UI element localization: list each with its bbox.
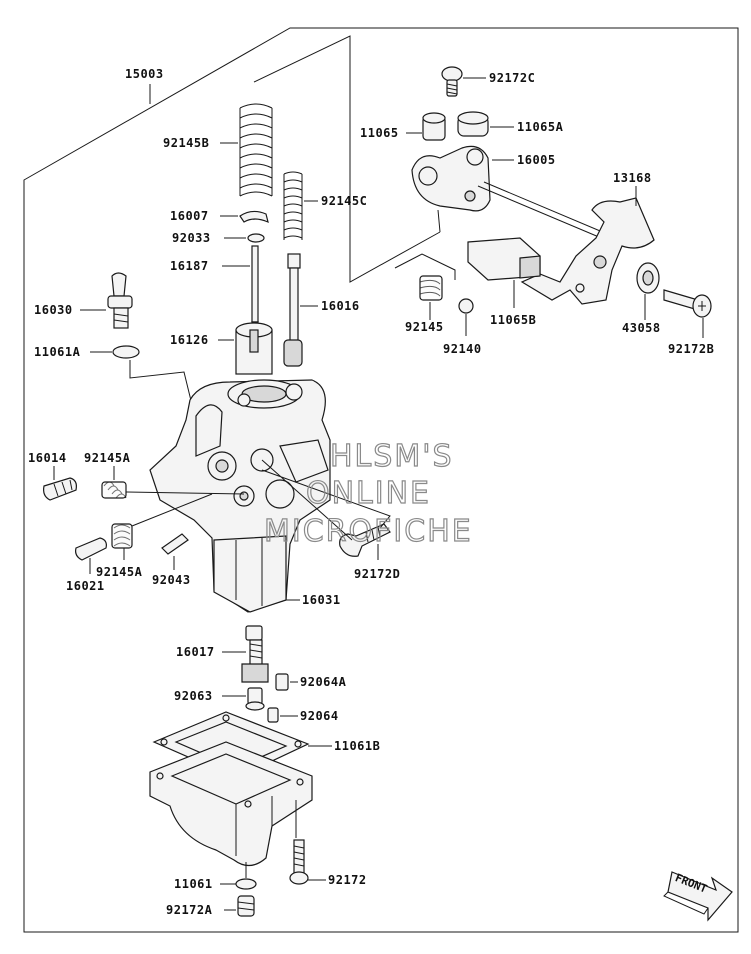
diagram-frame <box>23 27 739 933</box>
cap-11065a[interactable] <box>457 111 489 137</box>
part-label-16005[interactable]: 16005 <box>517 153 556 167</box>
part-label-92172d[interactable]: 92172D <box>354 567 400 581</box>
fitting-16030[interactable] <box>107 272 133 329</box>
float-bowl[interactable] <box>149 741 313 867</box>
leader-92172 <box>295 800 326 881</box>
ball-92140[interactable] <box>458 298 474 314</box>
part-label-92145[interactable]: 92145 <box>405 320 444 334</box>
part-label-92064[interactable]: 92064 <box>300 709 339 723</box>
clip-16007[interactable] <box>239 210 269 224</box>
spring-92145[interactable] <box>419 275 443 301</box>
part-label-16187[interactable]: 16187 <box>170 259 209 273</box>
plug-92172a[interactable] <box>237 895 255 917</box>
screw-92172[interactable] <box>289 839 309 885</box>
part-label-92140[interactable]: 92140 <box>443 342 482 356</box>
part-label-92145c[interactable]: 92145C <box>321 194 367 208</box>
part-label-92043[interactable]: 92043 <box>152 573 191 587</box>
part-label-92145b[interactable]: 92145B <box>163 136 209 150</box>
washer-11061a[interactable] <box>112 345 140 359</box>
front-arrow-icon: FRONT <box>663 871 733 922</box>
needle-16187[interactable] <box>251 245 259 335</box>
throttle-stop-16005[interactable] <box>411 145 491 212</box>
part-label-92172a[interactable]: 92172A <box>166 903 213 917</box>
leader-92172d <box>261 459 391 560</box>
part-label-11061b[interactable]: 11061B <box>334 739 380 753</box>
part-label-16017[interactable]: 16017 <box>176 645 215 659</box>
spring-92145b[interactable] <box>239 103 273 197</box>
jet-92064a[interactable] <box>275 673 289 691</box>
lever-13168[interactable] <box>520 197 655 305</box>
leader-11061 <box>220 862 247 885</box>
spring-92145a-upper[interactable] <box>101 481 127 499</box>
part-label-92064a[interactable]: 92064A <box>300 675 347 689</box>
part-label-16016[interactable]: 16016 <box>321 299 360 313</box>
part-label-92172b[interactable]: 92172B <box>668 342 714 356</box>
jet-92064[interactable] <box>267 707 279 723</box>
part-label-92063[interactable]: 92063 <box>174 689 213 703</box>
part-label-11061a[interactable]: 11061A <box>34 345 81 359</box>
cap-11065[interactable] <box>422 112 446 141</box>
part-label-92033[interactable]: 92033 <box>172 231 211 245</box>
carburetor-body[interactable] <box>149 379 331 613</box>
washer-11061[interactable] <box>235 878 257 890</box>
part-label-43058[interactable]: 43058 <box>622 321 661 335</box>
part-label-92172[interactable]: 92172 <box>328 873 367 887</box>
part-label-15003[interactable]: 15003 <box>125 67 164 81</box>
part-label-16126[interactable]: 16126 <box>170 333 209 347</box>
part-label-16014[interactable]: 16014 <box>28 451 67 465</box>
screw-16016[interactable] <box>283 253 303 367</box>
part-label-13168[interactable]: 13168 <box>613 171 652 185</box>
slide-16126[interactable] <box>235 322 273 375</box>
part-label-92145a-lower[interactable]: 92145A <box>96 565 143 579</box>
part-label-11065a[interactable]: 11065A <box>517 120 564 134</box>
jet-16017[interactable] <box>241 625 269 683</box>
screw-92172b[interactable] <box>663 289 712 318</box>
washer-43058[interactable] <box>636 262 660 294</box>
part-label-16007[interactable]: 16007 <box>170 209 209 223</box>
watermark-line-2: ONLINE <box>306 476 431 511</box>
screw-16021[interactable] <box>75 537 107 561</box>
spring-92145a-lower[interactable] <box>111 523 133 549</box>
watermark-line-3: MICROFICHE <box>264 514 473 549</box>
part-label-16030[interactable]: 16030 <box>34 303 73 317</box>
part-label-16031[interactable]: 16031 <box>302 593 341 607</box>
assembly-boundary <box>253 35 456 283</box>
shaft-line <box>477 181 613 241</box>
part-label-11065b[interactable]: 11065B <box>490 313 536 327</box>
pad-11065b[interactable] <box>467 237 541 281</box>
screw-92172c[interactable] <box>441 66 463 97</box>
watermark-line-1: HLSM'S <box>330 439 454 474</box>
part-label-92172c[interactable]: 92172C <box>489 71 535 85</box>
leader-92145a-upper <box>113 466 245 495</box>
screw-92172d[interactable] <box>339 523 391 557</box>
part-label-92145a-upper[interactable]: 92145A <box>84 451 131 465</box>
part-label-16021[interactable]: 16021 <box>66 579 105 593</box>
jet-92063[interactable] <box>245 687 265 711</box>
part-label-11065[interactable]: 11065 <box>360 126 399 140</box>
part-label-11061[interactable]: 11061 <box>174 877 213 891</box>
circlip-92033[interactable] <box>247 233 265 243</box>
spring-92145c[interactable] <box>283 171 303 240</box>
pin-92043[interactable] <box>161 533 189 555</box>
screw-16014[interactable] <box>43 477 77 501</box>
leader-92145a-lower <box>123 493 213 560</box>
